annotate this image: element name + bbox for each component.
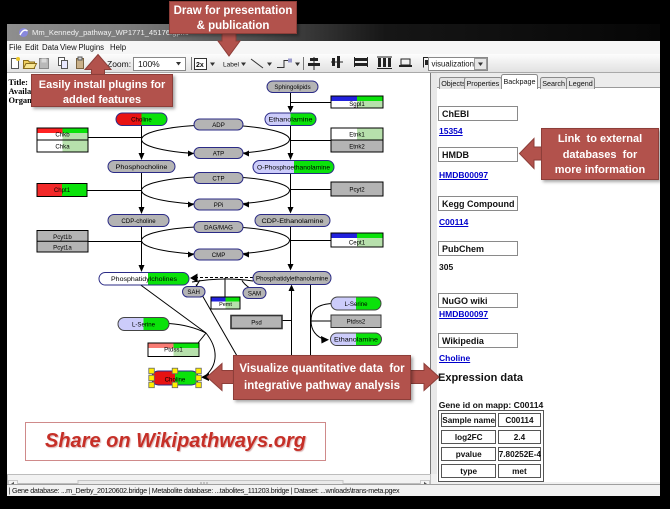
svg-text:Label: Label	[223, 62, 239, 69]
svg-text:Chkb: Chkb	[55, 132, 70, 139]
svg-text:Ptdss1: Ptdss1	[164, 347, 183, 354]
svg-text:L-Serine: L-Serine	[132, 322, 156, 329]
svg-text:Chka: Chka	[55, 144, 70, 151]
svg-text:2x: 2x	[196, 62, 204, 69]
svg-text:Pcyt1a: Pcyt1a	[53, 244, 72, 251]
svg-text:Sphingolipids: Sphingolipids	[274, 84, 310, 91]
svg-text:Phosphatidylcholines: Phosphatidylcholines	[111, 276, 177, 283]
svg-text:CDP-Ethanolamine: CDP-Ethanolamine	[262, 218, 325, 225]
svg-text:SAH: SAH	[187, 289, 200, 296]
svg-text:100%: 100%	[138, 59, 160, 69]
svg-text:Choline: Choline	[165, 377, 186, 384]
svg-text:Etnk2: Etnk2	[349, 144, 365, 151]
svg-text:Pemt: Pemt	[219, 302, 232, 308]
svg-text:ATP: ATP	[213, 151, 224, 158]
svg-text:ADP: ADP	[212, 122, 225, 129]
svg-text:Ptdss2: Ptdss2	[347, 319, 366, 326]
svg-text:Psd: Psd	[251, 320, 262, 327]
svg-text:O-Phosphoethanolamine: O-Phosphoethanolamine	[257, 165, 331, 172]
svg-text:CMP: CMP	[212, 252, 226, 259]
svg-text:DAG/MAG: DAG/MAG	[204, 225, 233, 232]
svg-text:PPi: PPi	[214, 202, 223, 209]
svg-text:Title:: Title:	[9, 78, 29, 87]
svg-text:Phosphatidylethanolamine: Phosphatidylethanolamine	[256, 276, 329, 283]
svg-text:Phosphocholine: Phosphocholine	[116, 164, 169, 171]
svg-text:Pcyt1b: Pcyt1b	[53, 234, 72, 241]
svg-text:visualization: visualization	[432, 60, 474, 69]
svg-text:Ethanolamine: Ethanolamine	[334, 337, 379, 344]
svg-text:SAM: SAM	[248, 291, 261, 298]
svg-text:Zoom:: Zoom:	[107, 59, 131, 69]
svg-text:Chpt1: Chpt1	[54, 187, 71, 194]
svg-text:Organis: Organis	[9, 96, 39, 105]
svg-text:Sgpl1: Sgpl1	[349, 101, 365, 108]
svg-text:Cept1: Cept1	[349, 240, 366, 247]
svg-text:Choline: Choline	[131, 117, 152, 124]
svg-text:CTP: CTP	[212, 176, 224, 183]
svg-text:Ethanolamine: Ethanolamine	[269, 117, 314, 124]
svg-text:Availab: Availab	[9, 87, 37, 96]
svg-text:Pcyt2: Pcyt2	[349, 187, 365, 194]
svg-text:CDP-choline: CDP-choline	[121, 218, 156, 225]
svg-text:Etnk1: Etnk1	[349, 132, 365, 139]
svg-text:L-Serine: L-Serine	[344, 301, 368, 308]
